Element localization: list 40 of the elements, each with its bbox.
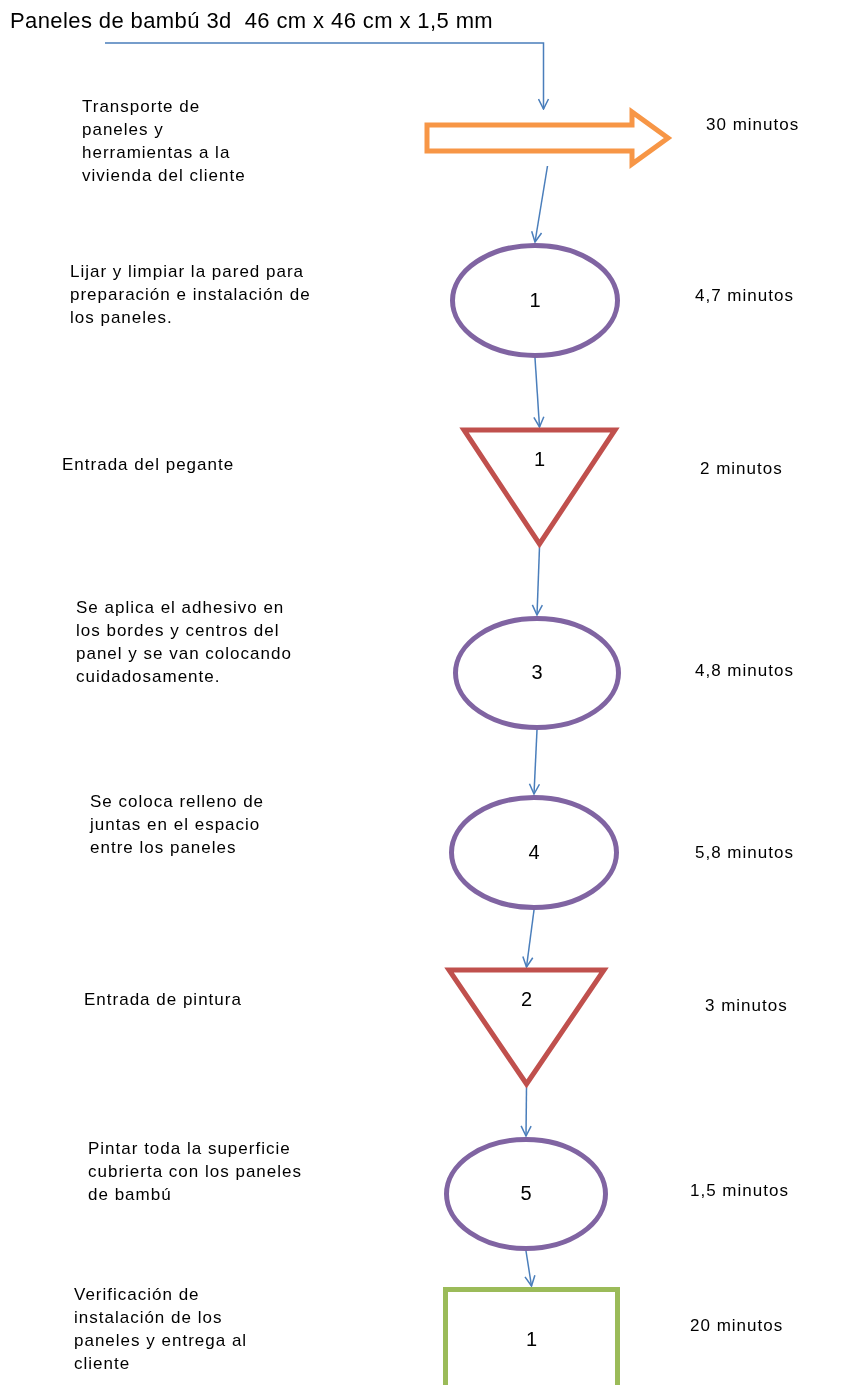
duration-label: 4,8 minutos xyxy=(695,661,794,681)
step-description: Transporte de paneles y herramientas a la vivienda del cliente xyxy=(82,96,247,187)
step-description: Pintar toda la superficie cubrierta con los paneles de bambú xyxy=(88,1138,303,1206)
storage-triangle xyxy=(462,428,617,547)
operation-circle xyxy=(453,616,621,730)
arrow xyxy=(533,357,545,428)
step-description: Lijar y limpiar la pared para preparación e instalación de los paneles. xyxy=(70,261,312,329)
duration-label: 30 minutos xyxy=(706,115,800,135)
step-description: Se aplica el adhesivo en los bordes y centros del panel y se van colocando cuidadosamente. xyxy=(76,597,293,688)
arrow xyxy=(520,1086,532,1137)
duration-label: 1,5 minutos xyxy=(690,1181,789,1201)
arrow xyxy=(524,1250,536,1287)
arrow xyxy=(531,546,544,616)
step-description: Verificación de instalación de los paneles y entrega al cliente xyxy=(74,1284,249,1375)
transport-arrow xyxy=(425,110,670,166)
duration-label: 4,7 minutos xyxy=(695,286,794,306)
operation-circle xyxy=(450,243,620,358)
storage-triangle xyxy=(447,968,606,1087)
step-number: 2 xyxy=(519,988,534,1012)
duration-label: 3 minutos xyxy=(705,996,788,1016)
arrow xyxy=(530,165,549,243)
step-number: 1 xyxy=(532,448,547,472)
step-number: 1 xyxy=(528,288,542,312)
step-description: Entrada del pegante xyxy=(62,454,236,476)
duration-label: 20 minutos xyxy=(690,1316,784,1336)
step-description: Se coloca relleno de juntas en el espacio entre los paneles xyxy=(90,791,266,859)
arrow xyxy=(528,729,541,795)
step-number: 1 xyxy=(524,1327,539,1351)
step-description: Entrada de pintura xyxy=(84,989,243,1011)
duration-label: 2 minutos xyxy=(700,459,783,479)
arrow xyxy=(522,909,535,968)
title-text: Paneles de bambú 3d 46 cm x 46 cm x 1,5 mm xyxy=(10,8,750,43)
arrow xyxy=(104,42,550,110)
operation-circle xyxy=(449,795,619,910)
operation-circle xyxy=(444,1137,608,1251)
inspection-box xyxy=(443,1287,620,1385)
step-number: 5 xyxy=(519,1182,533,1205)
duration-label: 5,8 minutos xyxy=(695,843,794,863)
step-number: 3 xyxy=(530,661,544,684)
step-number: 4 xyxy=(527,840,541,864)
